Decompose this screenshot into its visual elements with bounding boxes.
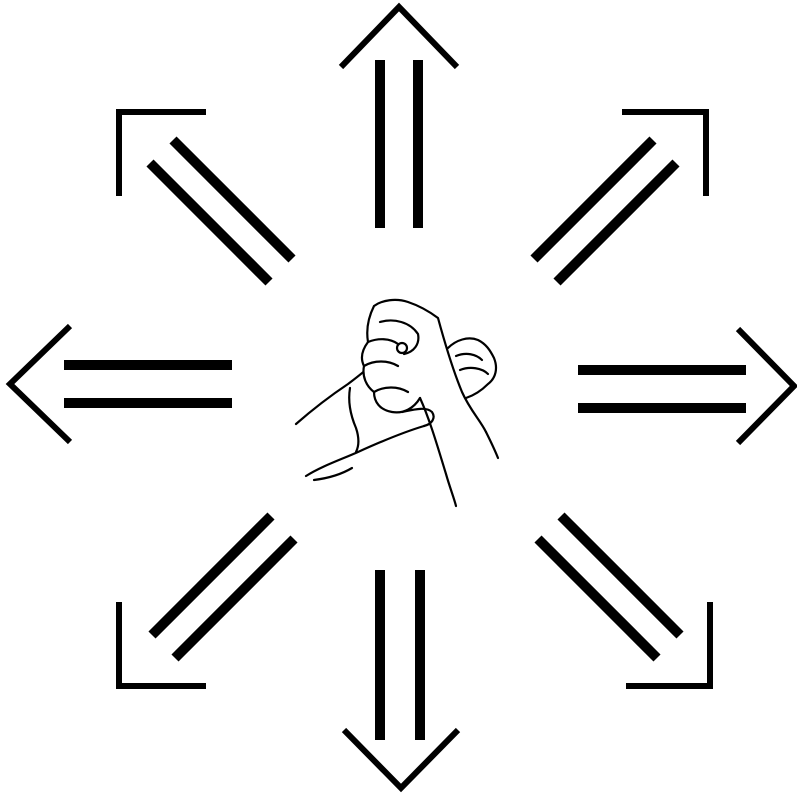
arrow-down [344, 570, 458, 788]
arrow-up [341, 7, 457, 228]
arrow-down-right [538, 516, 710, 686]
arrow-down-left [119, 516, 294, 686]
fist-forearm [486, 432, 498, 458]
fist-knuckle [397, 343, 407, 353]
arrow-left [10, 326, 232, 442]
hands-illustration [296, 300, 498, 506]
fist-wrist [420, 398, 456, 506]
arrow-up-left [119, 112, 292, 282]
right-hand-finger-line-2 [460, 368, 488, 374]
arrow-up-right [534, 112, 706, 282]
palm-hand-outline-bottom [306, 426, 424, 476]
arrow-right [578, 329, 794, 443]
palm-hand-outline-top [296, 366, 370, 424]
fist-outline [362, 300, 486, 432]
arrow-down-head [344, 730, 458, 788]
right-hand-finger-line-1 [456, 354, 482, 360]
arrow-right-head [738, 329, 794, 443]
arrow-up-head [341, 7, 457, 67]
palm-hand-thumb [349, 388, 358, 452]
arrow-left-head [10, 326, 70, 442]
